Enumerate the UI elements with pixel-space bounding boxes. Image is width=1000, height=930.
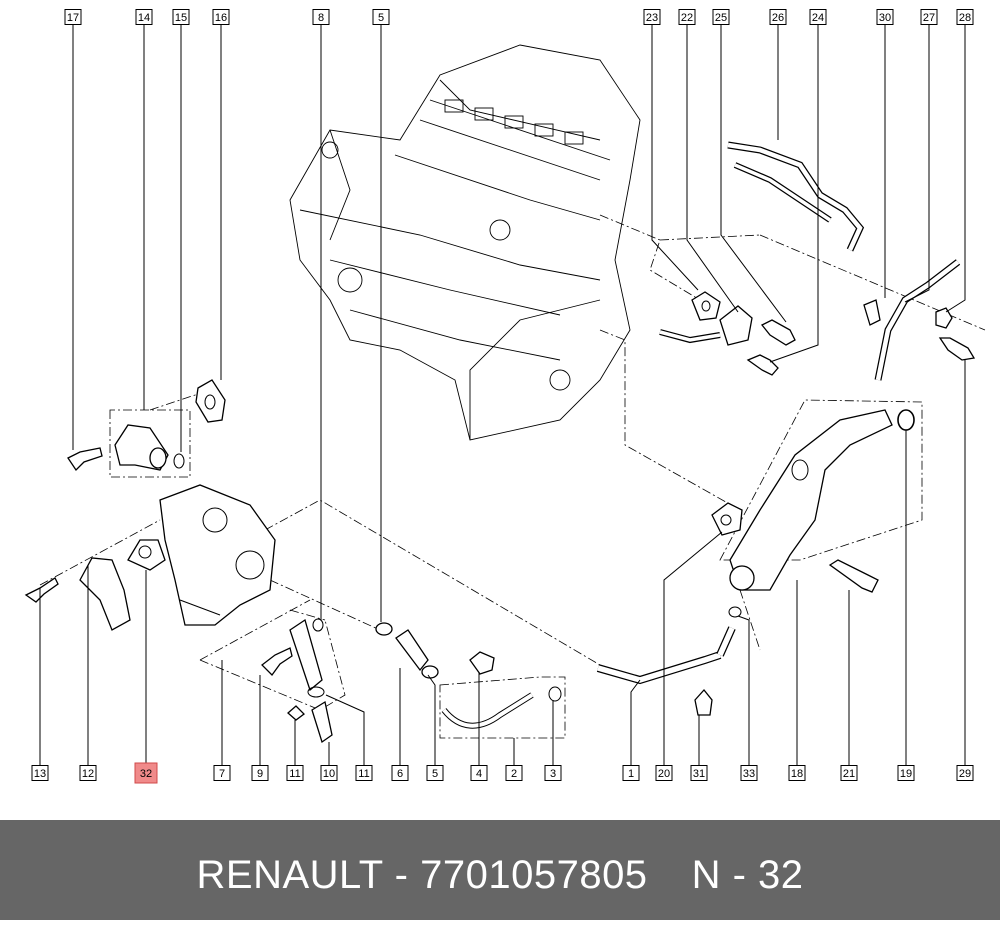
callout-label: 20 (655, 765, 673, 781)
callout-label: 2 (505, 765, 523, 781)
callout-number: 23 (646, 12, 658, 24)
callout-label: 28 (956, 9, 974, 25)
callout-number: 3 (550, 768, 556, 780)
part-number: 7701057805 (420, 853, 648, 897)
callout-number: 5 (378, 12, 384, 24)
callout-label: 26 (769, 9, 787, 25)
callout-label: 1 (622, 765, 640, 781)
callout-number: 14 (138, 12, 150, 24)
callout-number: 7 (219, 768, 225, 780)
callout-label: 21 (840, 765, 858, 781)
footer-caption: RENAULT - 7701057805 N - 32 (0, 820, 1000, 920)
callout-number: 13 (34, 768, 46, 780)
callout-number: 30 (879, 12, 891, 24)
callout-label: 8 (312, 9, 330, 25)
callout-label: 30 (876, 9, 894, 25)
callout-number: 33 (743, 768, 755, 780)
callout-number: 21 (843, 768, 855, 780)
callout-label: 22 (678, 9, 696, 25)
callout-number: 25 (715, 12, 727, 24)
callout-number: 29 (959, 768, 971, 780)
callout-number: 11 (289, 768, 300, 780)
callout-label: 24 (809, 9, 827, 25)
callout-label: 13 (31, 765, 49, 781)
reference-number: N - 32 (691, 853, 804, 897)
callout-number: 32 (140, 768, 152, 780)
footer-dash: - (394, 853, 409, 897)
callout-label: 3 (544, 765, 562, 781)
callout-number: 1 (628, 768, 634, 780)
leader-lines (39, 25, 966, 765)
callout-number: 22 (681, 12, 693, 24)
assembly-lines (39, 214, 986, 739)
callout-number: 11 (358, 768, 369, 780)
callout-label: 33 (740, 765, 758, 781)
parts (24, 141, 976, 744)
callout-number: 28 (959, 12, 971, 24)
callout-number: 17 (67, 12, 79, 24)
callout-label: 25 (712, 9, 730, 25)
callout-label: 9 (251, 765, 269, 781)
callout-label: 15 (172, 9, 190, 25)
callout-label: 29 (956, 765, 974, 781)
callout-number: 8 (318, 12, 324, 24)
engine-block-drawing (289, 44, 641, 441)
parts-exploded-diagram: 1714151685232225262430272813123279111011… (24, 9, 986, 784)
callout-label: 5 (372, 9, 390, 25)
callout-label: 27 (920, 9, 938, 25)
callout-number: 2 (511, 768, 517, 780)
callout-label: 11 (355, 765, 373, 781)
callout-number: 27 (923, 12, 935, 24)
callout-label: 19 (897, 765, 915, 781)
callout-number: 31 (693, 768, 705, 780)
callout-label: 4 (470, 765, 488, 781)
callout-number: 26 (772, 12, 784, 24)
callout-label: 7 (213, 765, 231, 781)
callout-number: 20 (658, 768, 670, 780)
callout-number: 12 (82, 768, 94, 780)
callout-label: 6 (391, 765, 409, 781)
callout-number: 18 (791, 768, 803, 780)
callout-number: 6 (397, 768, 403, 780)
callout-number: 4 (476, 768, 482, 780)
callout-label: 12 (79, 765, 97, 781)
callout-number: 19 (900, 768, 912, 780)
callout-number: 15 (175, 12, 187, 24)
callout-label: 5 (426, 765, 444, 781)
callout-label: 11 (286, 765, 304, 781)
callout-label: 10 (320, 765, 338, 781)
callout-number: 9 (257, 768, 263, 780)
footer-bar: RENAULT - 7701057805 N - 32 (0, 820, 1000, 920)
callout-label-highlighted: 32 (134, 762, 158, 784)
callout-label: 23 (643, 9, 661, 25)
callout-label: 16 (212, 9, 230, 25)
callout-number: 10 (323, 768, 335, 780)
callout-label: 17 (64, 9, 82, 25)
callout-number: 5 (432, 768, 438, 780)
brand-name: RENAULT (196, 853, 384, 897)
callout-number: 24 (812, 12, 824, 24)
callout-label: 14 (135, 9, 153, 25)
callout-number: 16 (215, 12, 227, 24)
callout-label: 18 (788, 765, 806, 781)
callout-label: 31 (690, 765, 708, 781)
